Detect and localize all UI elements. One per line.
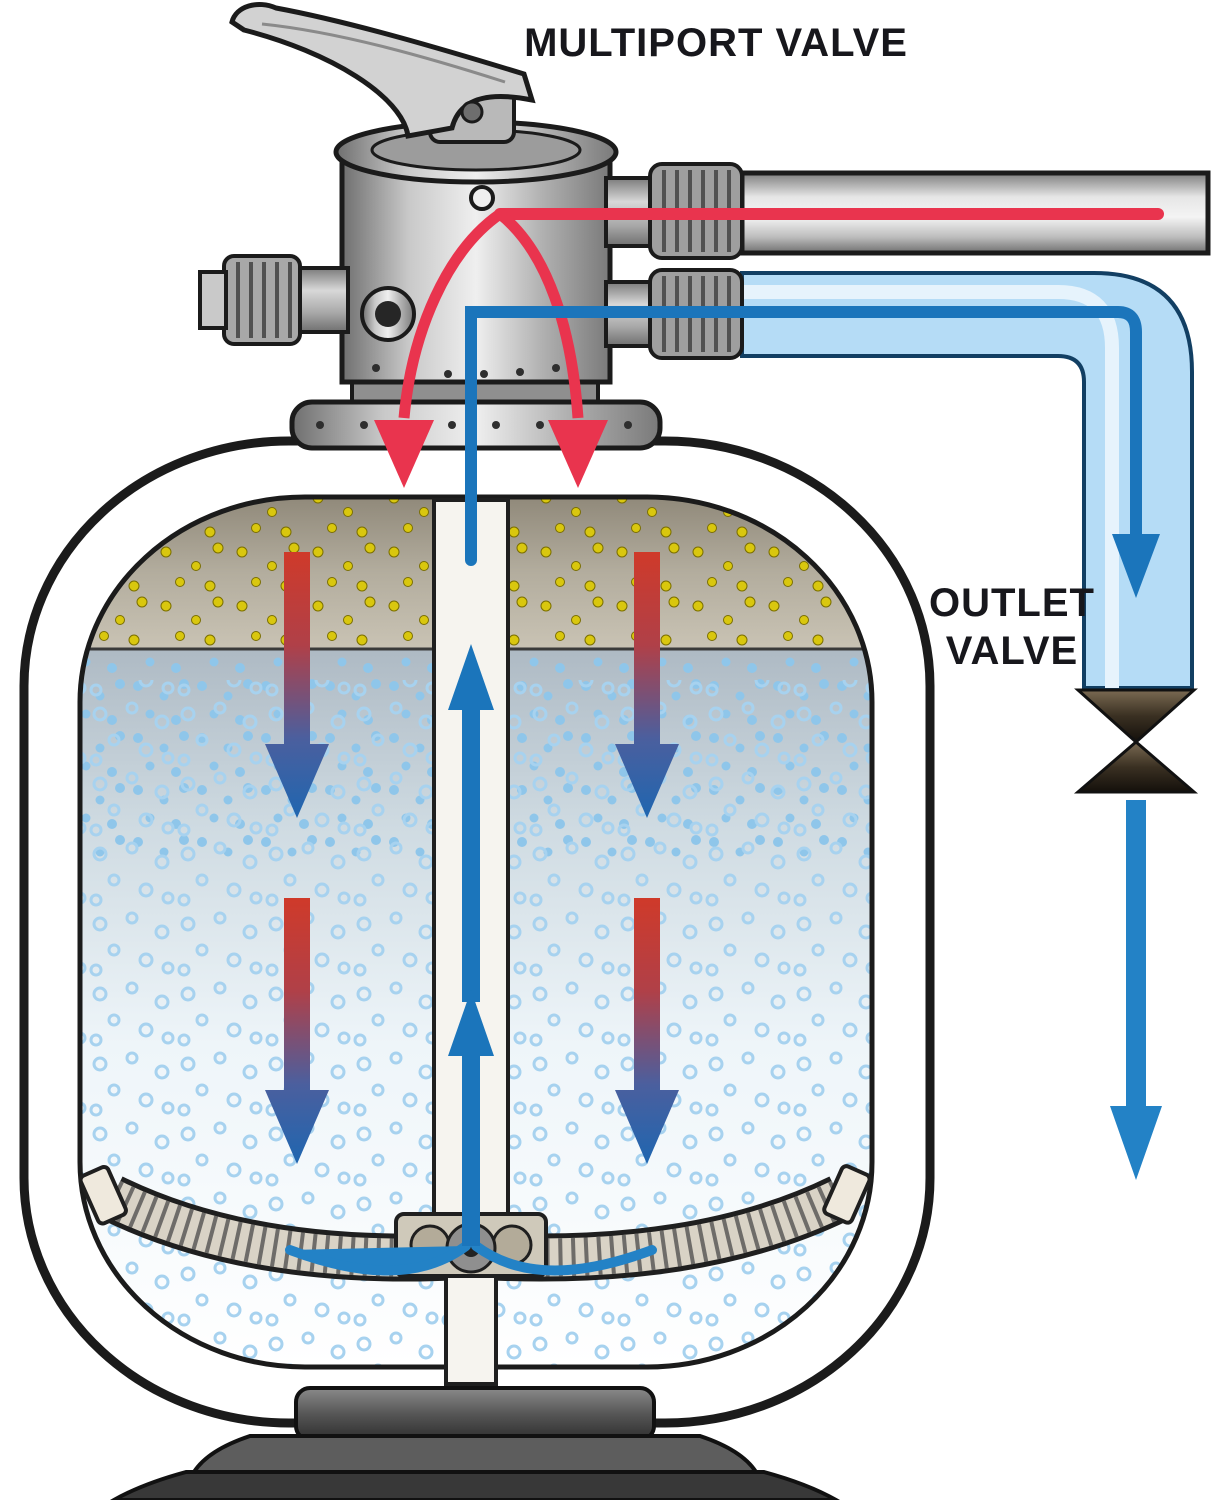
lateral-end-cap bbox=[822, 1164, 872, 1225]
standpipe-lower bbox=[444, 1272, 498, 1386]
handle-pivot-bolt bbox=[460, 100, 484, 124]
outlet-valve-icon bbox=[1073, 688, 1199, 794]
lateral-end-cap bbox=[78, 1164, 128, 1226]
downflow-arrow-icon bbox=[615, 552, 679, 818]
pedestal-bottom-flare bbox=[109, 1470, 841, 1500]
filter-tank bbox=[19, 436, 935, 1500]
upflow-arrow-icon bbox=[448, 990, 494, 1246]
outlet-downflow-arrow-icon bbox=[1110, 800, 1162, 1180]
outlet-valve-label-line1: OUTLET bbox=[929, 581, 1095, 625]
lateral-merge-right bbox=[471, 1241, 657, 1276]
inflow-arrowhead-icon bbox=[374, 420, 434, 488]
base-pedestal bbox=[109, 1386, 841, 1500]
outflow-blue-path bbox=[465, 306, 1160, 598]
inflow-arrowhead-icon bbox=[548, 420, 608, 488]
left-port bbox=[198, 254, 416, 346]
body-port-hole bbox=[469, 185, 495, 211]
downflow-arrow-icon bbox=[265, 552, 329, 818]
multiport-valve-label: MULTIPORT VALVE bbox=[524, 21, 908, 65]
lateral-merge-left bbox=[285, 1241, 471, 1276]
inflow-red-path bbox=[374, 208, 1164, 488]
pedestal-collar bbox=[294, 1386, 656, 1442]
pedestal-mid-flare bbox=[190, 1434, 760, 1474]
downflow-arrows bbox=[265, 552, 679, 1164]
valve-handle bbox=[229, 2, 536, 139]
outlet-valve-label-line2: VALVE bbox=[946, 629, 1078, 673]
upflow-arrows bbox=[285, 644, 657, 1276]
outflow-arrowhead-icon bbox=[1112, 534, 1160, 598]
downflow-arrow-icon bbox=[615, 898, 679, 1164]
downflow-arrow-icon bbox=[265, 898, 329, 1164]
upflow-arrow-icon bbox=[448, 644, 494, 1002]
